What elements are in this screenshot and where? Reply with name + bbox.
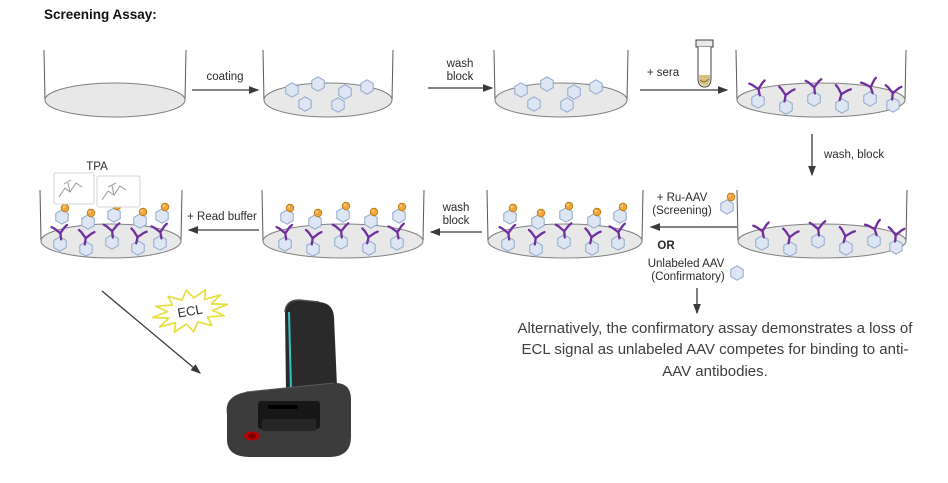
aav-capsid-icon	[390, 235, 404, 251]
ru-tag-icon	[397, 202, 407, 212]
screening-label: (Screening)	[652, 205, 712, 217]
ru-tag-icon	[285, 203, 295, 213]
aav-capsid-icon	[835, 98, 849, 114]
page-title: Screening Assay:	[44, 7, 157, 22]
aav-capsid-icon	[863, 91, 877, 107]
aav-capsid-icon	[298, 96, 312, 112]
aav-capsid-icon	[527, 96, 541, 112]
reader-light-strip	[288, 311, 292, 391]
well-sandwich-washed	[261, 189, 425, 259]
wash-label: wash	[446, 58, 474, 70]
caption-line: AAV antibodies.	[662, 362, 768, 380]
aav-capsid-icon	[514, 82, 528, 98]
aav-capsid-icon	[331, 97, 345, 113]
arrow-to-reader	[101, 290, 201, 374]
aav-capsid-icon	[611, 235, 625, 251]
aav-capsid-icon	[783, 241, 797, 257]
aav-capsid-icon	[153, 235, 167, 251]
read-buffer-label: + Read buffer	[187, 211, 257, 223]
aav-capsid-icon	[311, 76, 325, 92]
arrow-coating: coating	[192, 71, 260, 94]
ru-tag-icon	[508, 203, 518, 213]
sera-tube-icon	[695, 39, 714, 88]
caption-line: ECL signal as unlabeled AAV competes for…	[521, 341, 909, 359]
ru-tag-icon	[536, 208, 546, 218]
well-sera-bound	[735, 49, 907, 118]
or-label: OR	[657, 240, 675, 252]
aav-capsid-icon	[540, 76, 554, 92]
ru-tag-icon	[369, 207, 379, 217]
arrow-read-buffer: + Read buffer	[187, 211, 259, 234]
ru-tag-icon	[618, 202, 628, 212]
aav-capsid-icon	[779, 99, 793, 115]
aav-capsid-icon	[285, 82, 299, 98]
unlabeled-aav-icon	[730, 265, 744, 281]
ru-tag-icon	[160, 202, 170, 212]
ru-tag-icon	[341, 201, 351, 211]
aav-capsid-icon	[839, 240, 853, 256]
arrow-wash-block-side: wash, block	[808, 134, 884, 177]
aav-capsid-icon	[362, 240, 376, 256]
well-coated	[262, 49, 394, 118]
arrow-sera: + sera	[640, 39, 729, 94]
tpa-molecule-icons: TPA	[53, 161, 141, 208]
arrow-wash-block-bottom: wash block	[429, 202, 482, 236]
aav-capsid-icon	[751, 93, 765, 109]
unlabeled-aav-label: Unlabeled AAV	[648, 258, 725, 270]
ru-aav-label: + Ru-AAV	[657, 192, 708, 204]
aav-capsid-icon	[560, 97, 574, 113]
aav-capsid-icon	[567, 84, 581, 100]
aav-capsid-icon	[338, 84, 352, 100]
tpa-structure-box	[96, 175, 141, 208]
coating-label: coating	[206, 71, 243, 83]
ru-tag-icon	[86, 208, 96, 218]
ru-tag-icon	[138, 207, 148, 217]
aav-capsid-icon	[585, 240, 599, 256]
ru-tag-icon	[60, 203, 70, 213]
confirmatory-caption: Alternatively, the confirmatory assay de…	[486, 318, 944, 382]
ecl-label: ECL	[176, 301, 204, 320]
well-sera-washed	[736, 189, 908, 259]
sera-label: + sera	[647, 67, 680, 79]
aav-capsid-icon	[755, 235, 769, 251]
ru-tag-icon	[592, 207, 602, 217]
plate-reader-instrument	[226, 299, 351, 457]
ru-tag-icon	[564, 201, 574, 211]
aav-capsid-icon	[867, 233, 881, 249]
aav-capsid-icon	[360, 79, 374, 95]
well-empty	[43, 49, 187, 118]
ru-tag-icon	[313, 208, 323, 218]
aav-capsid-icon	[589, 79, 603, 95]
wash-label: wash	[442, 202, 470, 214]
well-ru-aav-bound	[486, 189, 644, 259]
arrow-wash-block-top: wash block	[428, 58, 494, 92]
arrow-detection-reagent: + Ru-AAV (Screening) OR Unlabeled AAV (C…	[648, 192, 744, 315]
well-blocked	[493, 49, 629, 118]
wash-block-side-label: wash, block	[823, 149, 884, 161]
well-read-buffer: TPA	[39, 161, 183, 259]
tpa-structure-box	[53, 172, 95, 205]
tpa-label: TPA	[86, 161, 108, 173]
ecl-starburst: ECL	[151, 288, 229, 334]
aav-capsid-icon	[131, 240, 145, 256]
block-label: block	[443, 215, 470, 227]
confirmatory-label: (Confirmatory)	[651, 271, 725, 283]
caption-line: Alternatively, the confirmatory assay de…	[517, 320, 913, 337]
block-label: block	[447, 71, 474, 83]
ru-labeled-aav-icon	[720, 192, 736, 215]
